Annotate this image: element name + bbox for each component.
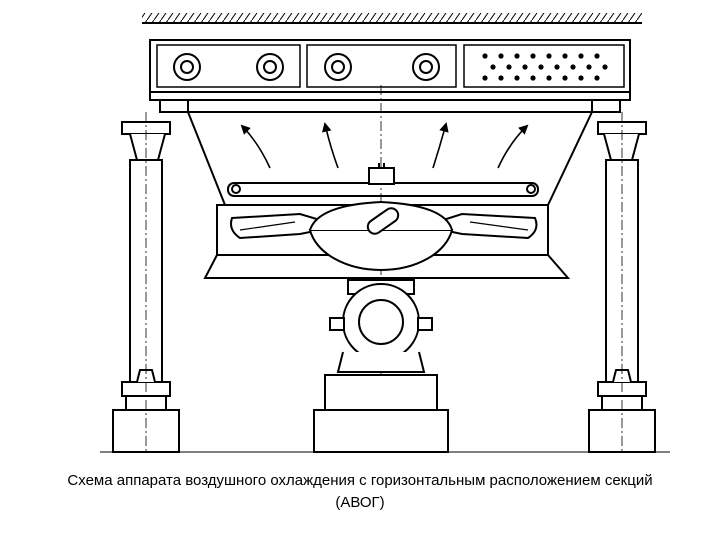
- fan-support-rail: [227, 163, 539, 197]
- tube-hole: [554, 64, 560, 70]
- fan-hub: [308, 200, 454, 271]
- tube-hole: [506, 64, 512, 70]
- tube-hole: [546, 75, 552, 81]
- tube-hole: [530, 75, 536, 81]
- tube-hole: [594, 75, 600, 81]
- tube-hole: [538, 64, 544, 70]
- right-support-column: [588, 112, 656, 453]
- fan-blades: [230, 212, 538, 240]
- tube-hole: [482, 53, 488, 59]
- caption-line-2: (АВОГ): [335, 494, 385, 511]
- tube-hole: [546, 53, 552, 59]
- tube-hole: [570, 64, 576, 70]
- tube-hole: [578, 75, 584, 81]
- tube-bundle-ports: [173, 53, 440, 81]
- diffuser-housing: [187, 111, 593, 206]
- tube-hole: [530, 53, 536, 59]
- tube-hole: [562, 75, 568, 81]
- tube-hole: [514, 53, 520, 59]
- tube-hole: [490, 64, 496, 70]
- motor: [329, 279, 433, 373]
- tube-hole: [594, 53, 600, 59]
- cooler-schematic: [100, 13, 670, 453]
- tube-hole: [586, 64, 592, 70]
- tube-hole: [602, 64, 608, 70]
- figure-caption: Схема аппарата воздушного охлаждения с г…: [0, 470, 720, 514]
- section-brackets: [149, 92, 631, 113]
- tube-hole: [498, 53, 504, 59]
- heat-exchanger-sections: [149, 39, 631, 93]
- caption-line-1: Схема аппарата воздушного охлаждения с г…: [67, 472, 653, 489]
- left-support-column: [112, 112, 180, 453]
- tube-hole: [578, 53, 584, 59]
- fan-shroud: [203, 204, 571, 279]
- top-support-beam: [142, 13, 642, 24]
- airflow-arrows: [240, 122, 529, 169]
- tube-bundle-holes: [482, 53, 608, 81]
- tube-hole: [562, 53, 568, 59]
- tube-hole: [482, 75, 488, 81]
- tube-hole: [522, 64, 528, 70]
- tube-hole: [498, 75, 504, 81]
- tube-hole: [514, 75, 520, 81]
- motor-base: [313, 374, 449, 453]
